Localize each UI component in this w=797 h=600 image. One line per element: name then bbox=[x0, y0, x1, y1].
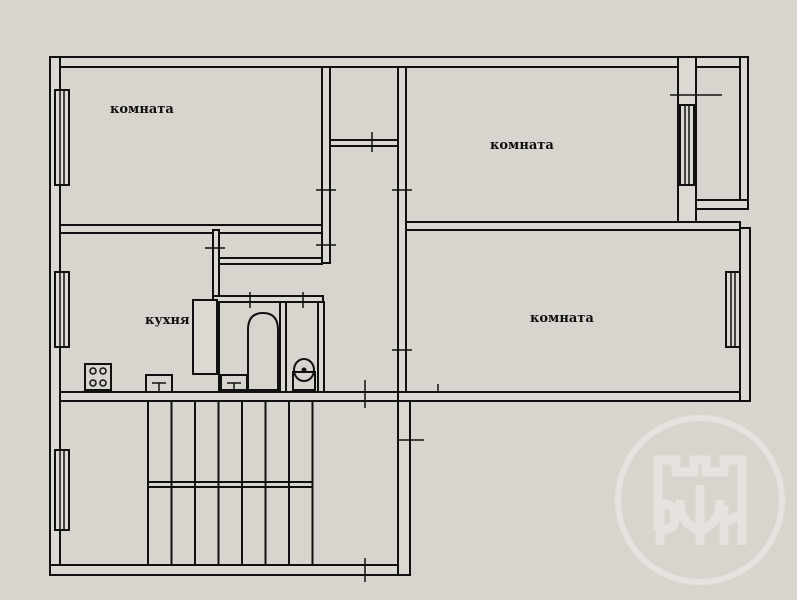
room-label-3: комната bbox=[530, 311, 594, 326]
door-marks bbox=[205, 94, 722, 582]
windows bbox=[54, 89, 741, 531]
kitchen-label: кухня bbox=[145, 313, 190, 328]
bathtub bbox=[218, 301, 281, 391]
sinks bbox=[145, 374, 248, 393]
stove bbox=[84, 363, 112, 391]
room-label-1: комната bbox=[110, 102, 174, 117]
room-label-2: комната bbox=[490, 138, 554, 153]
staircase bbox=[147, 401, 314, 565]
toilet bbox=[292, 358, 316, 391]
